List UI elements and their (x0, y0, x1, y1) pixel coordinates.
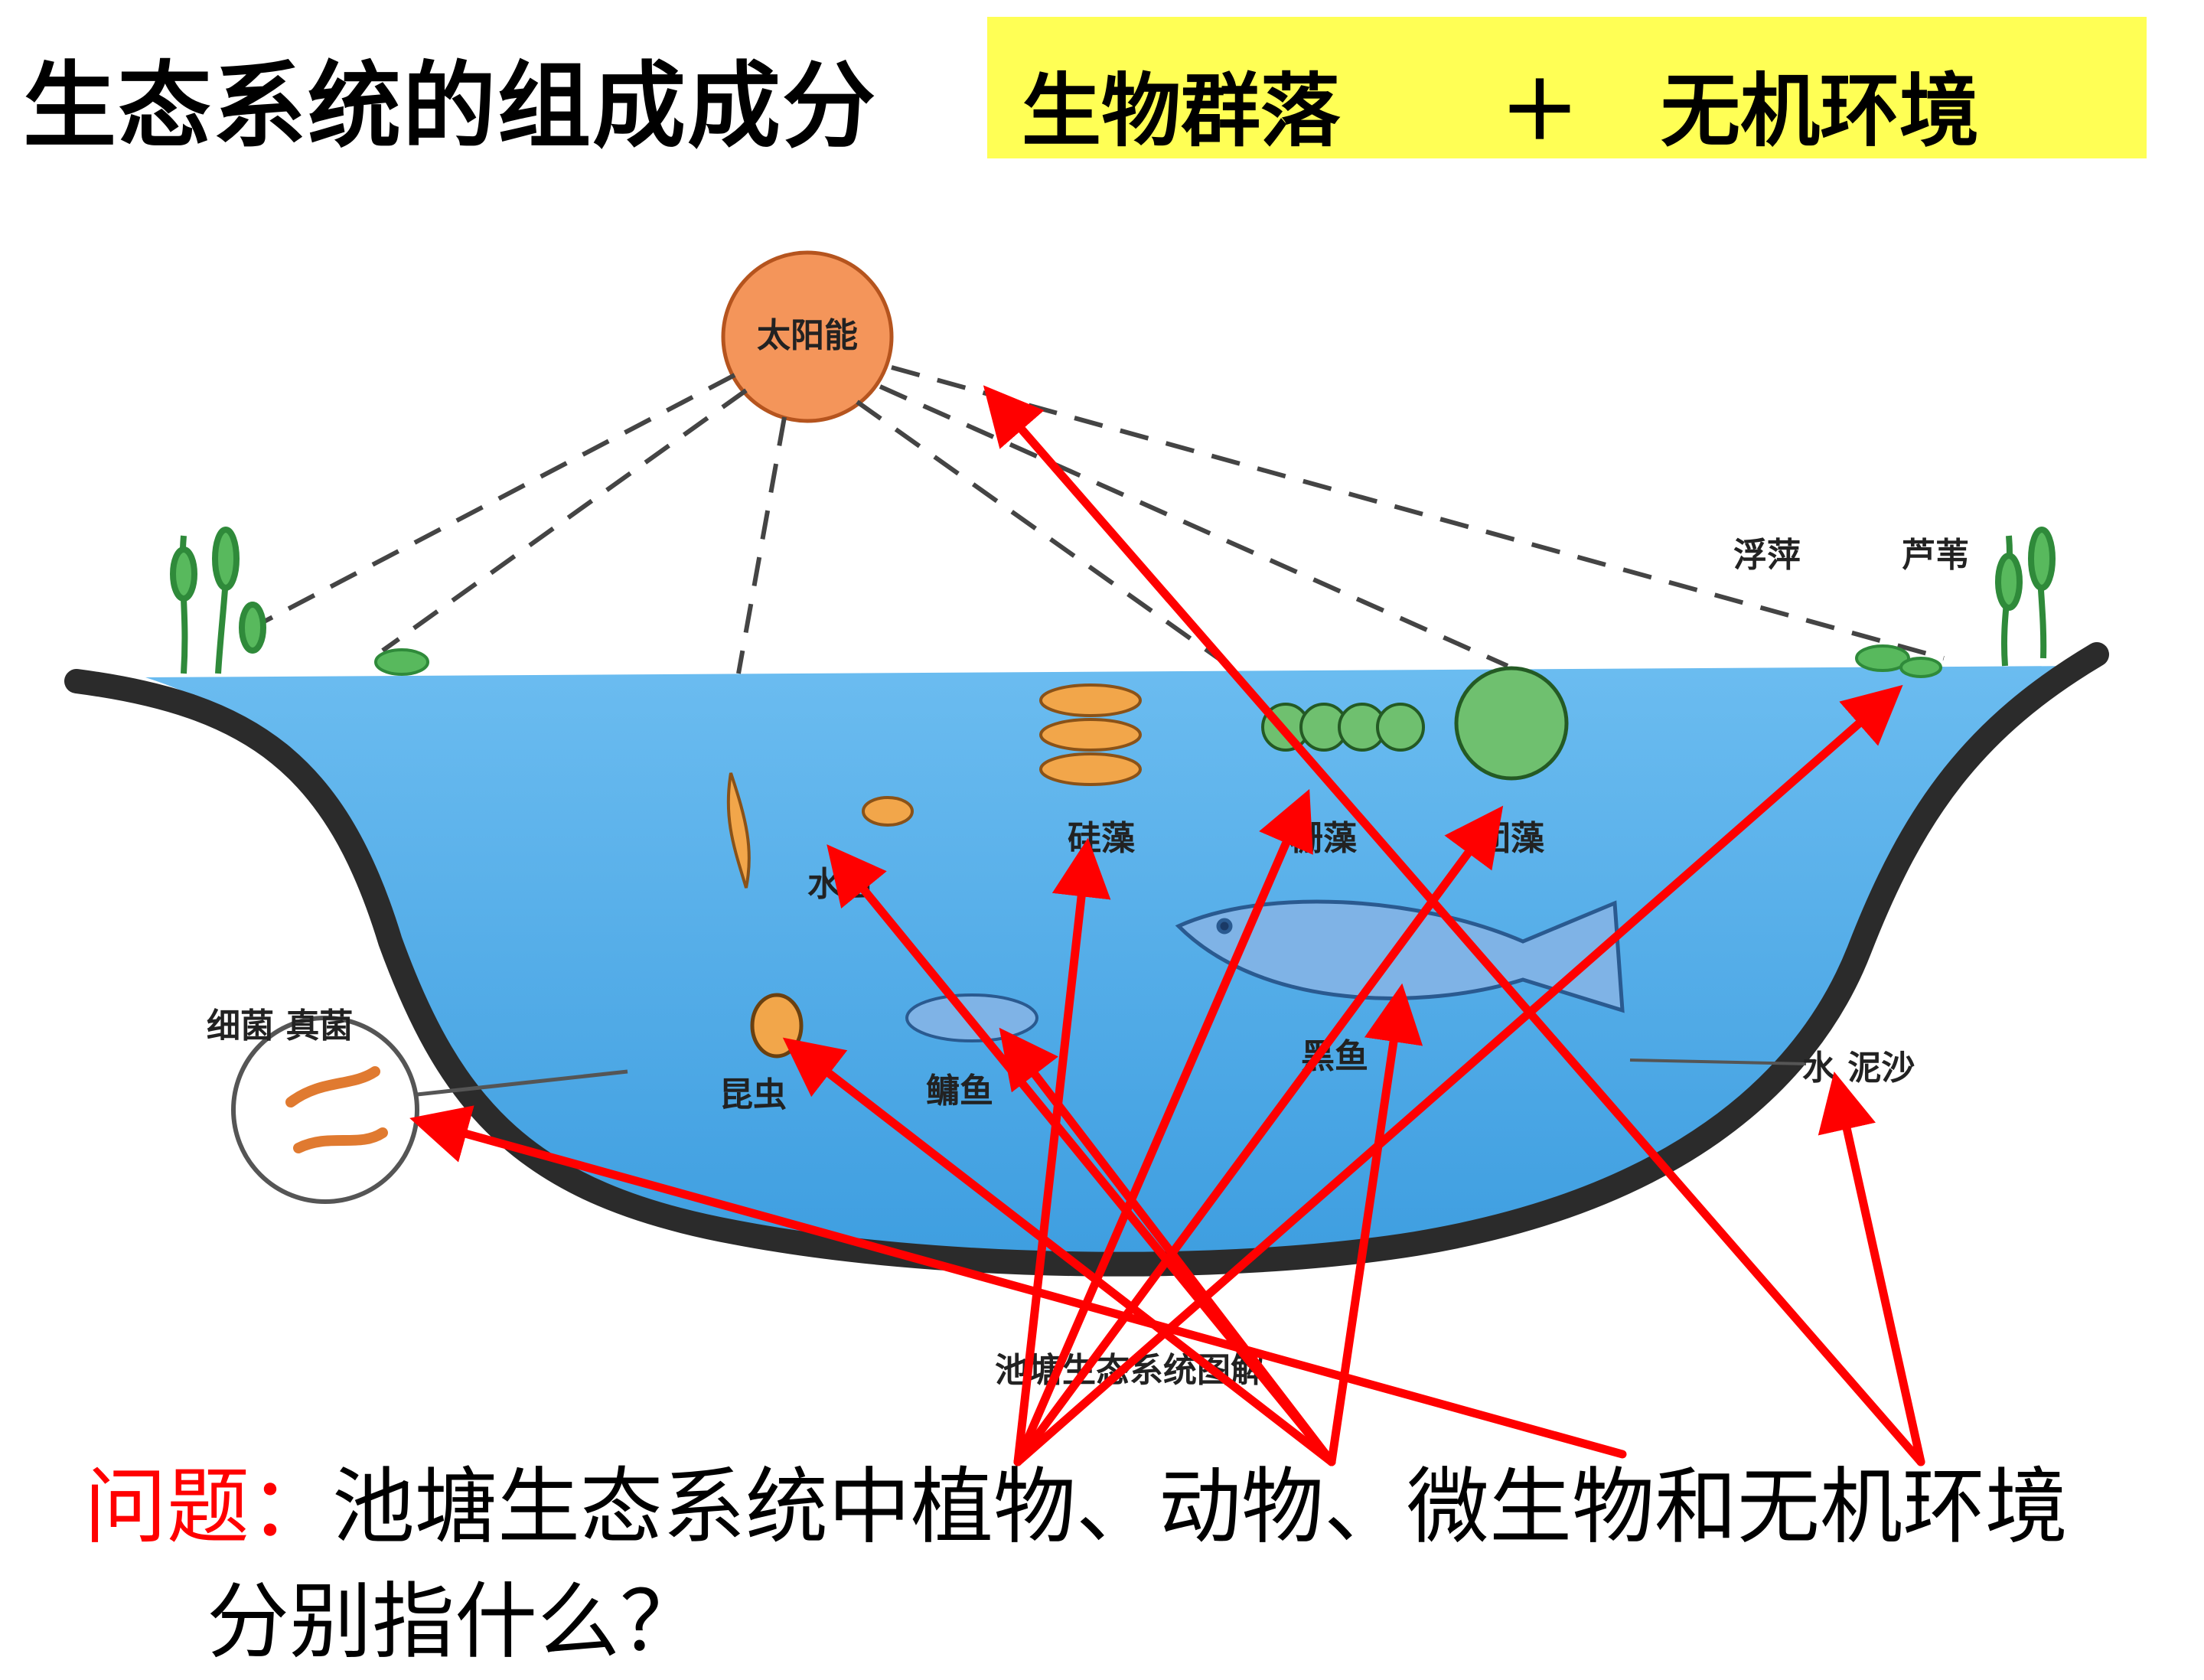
reed-label: 芦苇 (1902, 536, 1969, 575)
diatom-label: 硅藻 (1068, 819, 1136, 858)
bacteria-fungi-icon (231, 1016, 628, 1204)
insect-label: 昆虫 (719, 1075, 787, 1114)
banner-plus: ＋ (1500, 64, 1580, 158)
diatom-icon (1039, 683, 1142, 786)
volvox-icon (1454, 666, 1569, 781)
duckweed-icon (374, 644, 1942, 678)
fish-icon (1175, 899, 1625, 1013)
bacteria-fungi-label: 细菌 真菌 (207, 1006, 353, 1046)
arrow-animals-fish (1327, 983, 1423, 1466)
banner-biotic-abiotic: 生物群落 ＋ 无机环境 (987, 17, 2147, 158)
sun-label: 太阳能 (757, 316, 858, 355)
arrow-env-sun (983, 385, 1925, 1466)
question-label: 问题： (84, 1460, 333, 1555)
reed-right-icon (1995, 527, 2056, 667)
arrow-microbes (409, 1105, 1627, 1459)
carp-label: 鳙鱼 (926, 1072, 993, 1111)
red-arrows (409, 385, 1925, 1466)
sun-icon (721, 250, 894, 423)
duckweed-label: 浮萍 (1733, 536, 1801, 575)
pond-water (145, 666, 2082, 1261)
arrow-animals-insect (782, 1037, 1336, 1466)
arrow-plants-volvox (1013, 805, 1504, 1466)
banner-abiotic-environment: 无机环境 (1661, 64, 1980, 158)
arrow-plants-diatom (1013, 837, 1111, 1466)
question-line-2: 分别指什么？ (207, 1574, 703, 1670)
water-sand-pointer (1629, 1059, 1807, 1065)
water-sand-label: 水 泥沙 (1802, 1049, 1915, 1088)
reed-left-icon (170, 527, 266, 674)
question-line-1: 池塘生态系统中植物、动物、微生物和无机环境 (332, 1460, 2069, 1555)
arrow-animals-carp (999, 1027, 1336, 1466)
water-flea-icon (726, 772, 914, 889)
page-title: 生态系统的组成成分 (23, 52, 877, 161)
scenedesmus-label: 栅藻 (1289, 819, 1358, 858)
arrow-env-water-sand (1818, 1071, 1925, 1466)
diagram-caption: 池塘生态系统图解 (995, 1351, 1264, 1390)
question-text: 问题：池塘生态系统中植物、动物、微生物和无机环境 分别指什么？ (84, 1450, 2196, 1680)
arrow-plants-scenedesmus (1013, 788, 1313, 1466)
banner-biotic-community: 生物群落 (1022, 64, 1341, 158)
